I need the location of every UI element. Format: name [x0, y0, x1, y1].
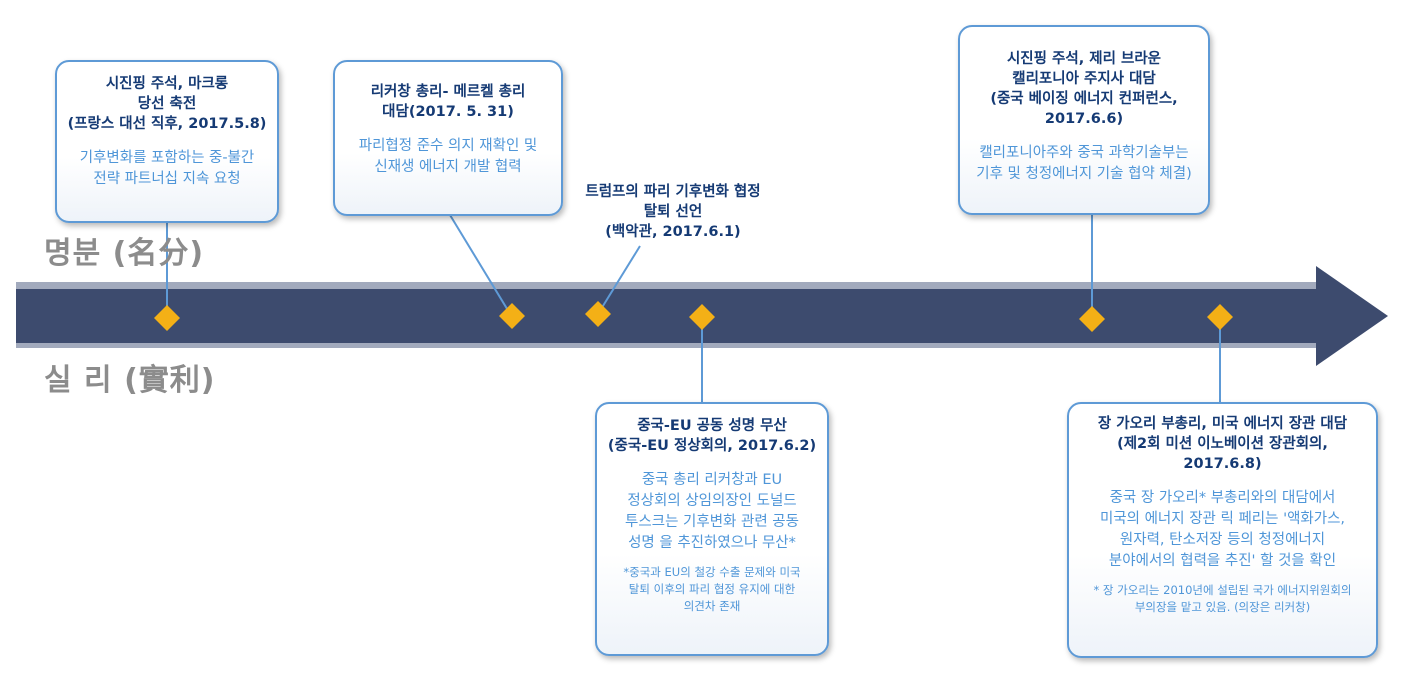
event-note-line: 부의장을 맡고 있음. (의장은 리커창) — [1134, 600, 1311, 614]
event-title-line: (백악관, 2017.6.1) — [605, 224, 741, 240]
event-title-line: 리커창 총리- 메르켈 총리 — [370, 84, 526, 100]
event-desc-line: 미국의 에너지 장관 릭 페리는 '액화가스, — [1099, 511, 1346, 527]
event-title-line: 캘리포니아 주지사 대담 — [1012, 71, 1156, 87]
event-text-trump-withdrawal: 트럼프의 파리 기후변화 협정 탈퇴 선언 (백악관, 2017.6.1) — [568, 182, 778, 242]
event-box-li-merkel: 리커창 총리- 메르켈 총리 대담(2017. 5. 31) 파리협정 준수 의… — [333, 60, 563, 216]
marker-e1 — [154, 305, 180, 331]
marker-e2 — [499, 303, 525, 329]
event-title-line: 대담(2017. 5. 31) — [382, 104, 514, 120]
event-title-line: 중국-EU 공동 성명 무산 — [637, 418, 787, 434]
connector-e2 — [449, 214, 513, 318]
marker-e6 — [1207, 304, 1233, 330]
event-title-line: 트럼프의 파리 기후변화 협정 — [585, 184, 761, 200]
event-box-xi-brown: 시진핑 주석, 제리 브라운 캘리포니아 주지사 대담 (중국 베이징 에너지 … — [958, 25, 1210, 215]
event-desc-line: 원자력, 탄소저장 등의 청정에너지 — [1119, 532, 1326, 548]
event-title-line: 시진핑 주석, 마크롱 — [105, 76, 229, 92]
event-title-line: (제2회 미션 이노베이션 장관회의, — [1117, 436, 1328, 452]
event-desc-line: 투스크는 기후변화 관련 공동 — [625, 514, 799, 530]
event-desc-line: 중국 장 가오리* 부총리와의 대담에서 — [1109, 490, 1336, 506]
event-desc-line: 기후변화를 포함하는 중-불간 — [79, 150, 255, 166]
event-desc-line: 정상회의 상임의장인 도널드 — [627, 493, 797, 509]
event-title-line: (프랑스 대선 직후, 2017.5.8) — [67, 116, 267, 132]
event-title-line: 시진핑 주석, 제리 브라운 — [1006, 51, 1162, 67]
event-box-zhang-perry: 장 가오리 부총리, 미국 에너지 장관 대담 (제2회 미션 이노베이션 장관… — [1067, 402, 1378, 658]
event-desc-line: 분야에서의 협력을 추진' 할 것을 확인 — [1108, 553, 1337, 569]
timeline-arrow-head — [1316, 266, 1388, 366]
label-justification: 명분 (名分) — [44, 236, 205, 271]
event-desc-line: 파리협정 준수 의지 재확인 및 — [358, 138, 538, 154]
event-note-line: *중국과 EU의 철강 수출 문제와 미국 — [623, 565, 801, 579]
event-note-line: 의견차 존재 — [683, 599, 741, 613]
event-desc-line: 전략 파트너십 지속 요청 — [93, 171, 241, 187]
event-desc-line: 기후 및 청정에너지 기술 협약 체결) — [976, 166, 1192, 182]
event-desc-line: 성명 을 추진하였으나 무산* — [628, 535, 796, 551]
event-desc-line: 중국 총리 리커창과 EU — [641, 472, 783, 488]
event-note-line: 탈퇴 이후의 파리 협정 유지에 대한 — [628, 582, 796, 596]
event-title-line: (중국 베이징 에너지 컨퍼런스, — [990, 91, 1178, 107]
event-title-line: 당선 축전 — [137, 96, 197, 112]
event-title-line: 2017.6.6) — [1044, 111, 1124, 127]
connector-e3 — [597, 245, 641, 315]
event-title-line: 탈퇴 선언 — [643, 204, 703, 220]
event-desc-line: 신재생 에너지 개발 협력 — [374, 159, 522, 175]
marker-e4 — [1079, 306, 1105, 332]
timeline-arrow-shaft — [16, 289, 1328, 343]
event-desc-line: 캘리포니아주와 중국 과학기술부는 — [979, 145, 1189, 161]
event-title-line: (중국-EU 정상회의, 2017.6.2) — [607, 438, 817, 454]
event-box-china-eu: 중국-EU 공동 성명 무산 (중국-EU 정상회의, 2017.6.2) 중국… — [595, 402, 829, 656]
event-title-line: 장 가오리 부총리, 미국 에너지 장관 대담 — [1097, 416, 1348, 432]
marker-e5 — [689, 304, 715, 330]
event-box-xi-macron: 시진핑 주석, 마크롱 당선 축전 (프랑스 대선 직후, 2017.5.8) … — [55, 60, 279, 223]
marker-e3 — [585, 301, 611, 327]
label-practical-interest: 실 리 (實利) — [44, 363, 216, 398]
event-note-line: * 장 가오리는 2010년에 설립된 국가 에너지위원회의 — [1093, 583, 1352, 597]
event-title-line: 2017.6.8) — [1183, 456, 1262, 472]
